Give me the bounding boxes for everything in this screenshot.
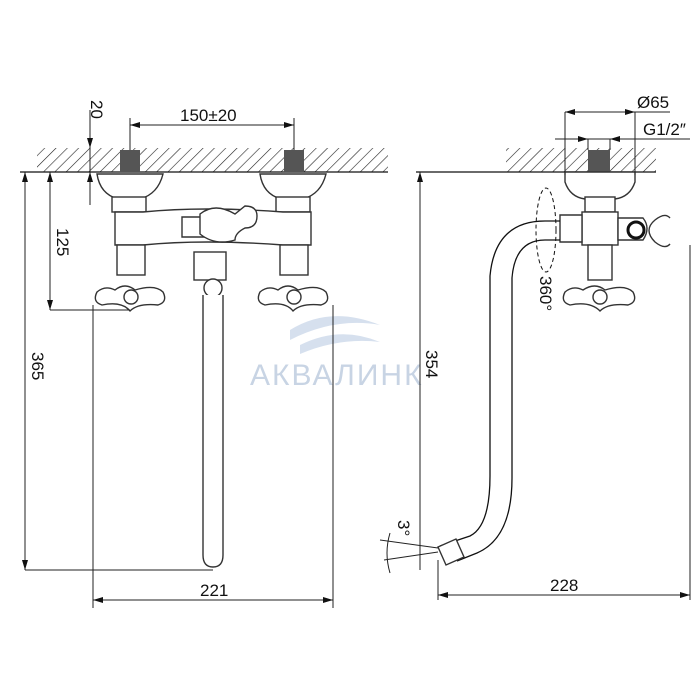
- outlet-nozzle: [437, 538, 465, 566]
- wall-hatch: [37, 148, 388, 172]
- side-inlet-thread: [588, 150, 610, 172]
- dim-handle-height: 125: [53, 228, 72, 256]
- dim-rotation: 360°: [536, 276, 555, 311]
- front-view: 150±20 20 125 365 221: [20, 100, 388, 608]
- right-inlet-thread: [284, 150, 304, 172]
- watermark-logo: АКВАЛИНК: [250, 316, 424, 392]
- dim-reach: 228: [550, 576, 578, 595]
- dim-height: 354: [422, 350, 441, 378]
- rotation-indicator: [535, 187, 557, 273]
- dim-spout-height: 365: [28, 352, 47, 380]
- wall-hatch-side: [506, 148, 656, 172]
- dim-angle: 3°: [394, 520, 413, 536]
- dim-pipe-spacing: 150±20: [180, 106, 237, 125]
- dim-spout-reach: 221: [200, 581, 228, 600]
- shower-holder: [648, 214, 671, 248]
- watermark-text: АКВАЛИНК: [250, 359, 424, 392]
- dim-thread: G1/2″: [643, 120, 686, 139]
- mixer-body: [96, 173, 327, 298]
- spout: [202, 295, 224, 568]
- side-view: 360° Ø65 G1/2″ 354 3° 228: [379, 93, 691, 600]
- left-inlet-thread: [120, 150, 140, 172]
- dim-wall-depth: 20: [87, 100, 106, 119]
- flange: [564, 171, 636, 200]
- dim-flange-diameter: Ø65: [637, 93, 669, 112]
- s-pipe: [439, 220, 560, 547]
